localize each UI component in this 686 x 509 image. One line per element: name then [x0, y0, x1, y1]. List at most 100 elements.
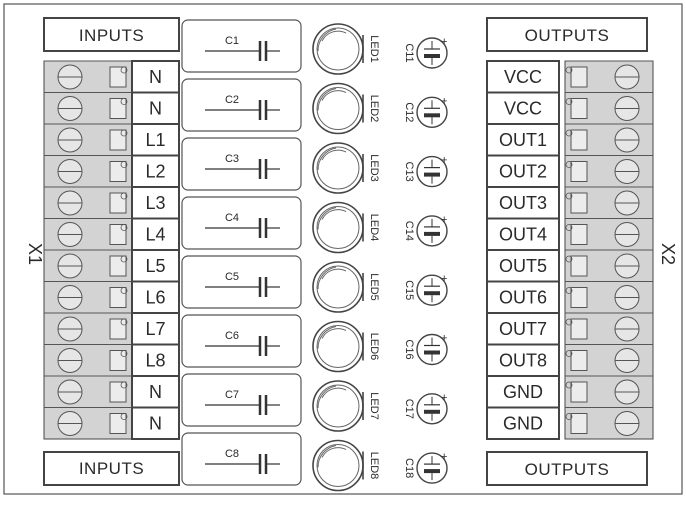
- input-pin-label: L1: [145, 130, 165, 150]
- output-pin-box: OUT7: [486, 312, 560, 346]
- input-pin-label: L2: [145, 162, 165, 182]
- capacitor-label: C2: [225, 94, 239, 106]
- terminal-screw: [44, 92, 132, 121]
- led-label: LED5: [368, 273, 380, 301]
- capacitor-outline: [181, 255, 302, 309]
- capacitor-label: C4: [225, 212, 239, 224]
- outputs-header-top-text: OUTPUTS: [525, 26, 610, 45]
- output-pin-label: VCC: [504, 99, 542, 119]
- electrolytic-outline: [416, 274, 448, 306]
- polarity-mark: +: [441, 36, 447, 48]
- capacitor-outline: [181, 19, 302, 73]
- led-label: LED7: [368, 392, 380, 420]
- terminal-screw: [565, 281, 653, 310]
- output-pin-box: OUT3: [486, 186, 560, 220]
- input-pin-box: L2: [131, 154, 180, 188]
- electrolytic-outline: [416, 155, 448, 188]
- capacitor: C6: [181, 314, 302, 368]
- terminal-screw: [44, 155, 132, 184]
- led: LED5: [312, 261, 380, 313]
- electrolytic-capacitor: C15+: [403, 273, 448, 306]
- inputs-header-top: INPUTS: [43, 17, 180, 52]
- capacitor-outline: [181, 196, 302, 250]
- inputs-header-bottom: INPUTS: [43, 451, 180, 486]
- input-pin-label: L4: [145, 225, 165, 245]
- terminal-screw: [565, 92, 653, 121]
- output-pin-label: OUT5: [499, 256, 547, 276]
- input-pin-box: L5: [131, 249, 180, 283]
- polarity-mark: +: [441, 273, 447, 285]
- output-pin-label: OUT3: [499, 193, 547, 213]
- electrolytic-capacitor: C14 +: [403, 214, 448, 247]
- capacitor: C5: [181, 255, 302, 309]
- input-pin-box: L3: [131, 186, 180, 220]
- led-label: LED3: [368, 154, 380, 182]
- electrolytic-label: C14: [403, 221, 415, 241]
- input-pin-label: N: [149, 67, 162, 87]
- electrolytic-capacitor: C17+: [403, 392, 448, 425]
- terminal-screw: [44, 281, 132, 310]
- led: LED6: [312, 320, 380, 373]
- led-label: LED8: [368, 452, 380, 480]
- input-pin-label: L6: [145, 288, 165, 308]
- output-pin-box: OUT5: [486, 249, 560, 283]
- polarity-mark: +: [441, 214, 447, 226]
- terminal-screw: [565, 123, 653, 153]
- input-pin-label: N: [149, 414, 162, 434]
- capacitor: C4: [181, 196, 302, 250]
- terminal-screw: [565, 186, 653, 216]
- capacitor: C7: [181, 373, 302, 427]
- electrolytic-column: C11+C12+C13+C14+C15+C16+C17+C18+: [403, 36, 448, 484]
- input-pin-label: N: [149, 382, 162, 402]
- electrolytic-capacitor: C12+: [403, 95, 448, 129]
- output-pin-box: OUT4: [486, 217, 560, 251]
- terminal-screw: [44, 186, 132, 216]
- terminal-screw: [44, 218, 132, 247]
- led: LED2: [312, 82, 380, 135]
- output-pin-label: OUT4: [499, 225, 547, 245]
- electrolytic-label: C17: [403, 399, 415, 419]
- output-pin-labels: VCCVCCOUT1OUT2OUT3OUT4OUT5OUT6OUT7OUT8GN…: [486, 60, 560, 440]
- output-pin-label: OUT6: [499, 288, 547, 308]
- terminal-block-x1: [43, 60, 133, 440]
- polarity-mark: +: [441, 451, 447, 463]
- polarity-mark: +: [441, 333, 447, 345]
- electrolytic-capacitor: C18+: [403, 451, 448, 484]
- electrolytic-label: C11: [403, 43, 415, 62]
- terminal-screw: [44, 407, 132, 436]
- led: LED4: [312, 201, 380, 254]
- capacitor-label: C8: [225, 448, 239, 460]
- capacitor-outline: [181, 373, 302, 427]
- capacitor-label: C5: [225, 271, 239, 283]
- output-pin-box: GND: [486, 375, 560, 409]
- connector-x2-label: X2: [658, 243, 678, 265]
- outputs-header-bottom-text: OUTPUTS: [525, 460, 610, 479]
- output-pin-box: OUT6: [486, 280, 560, 314]
- input-pin-box: L6: [131, 280, 180, 314]
- electrolytic-outline: [416, 452, 448, 484]
- electrolytic-capacitor: C11 +: [403, 36, 448, 69]
- capacitor-label: C3: [225, 153, 239, 165]
- led-label: LED2: [368, 95, 380, 123]
- terminal-screw: [565, 155, 653, 184]
- output-pin-label: GND: [503, 382, 543, 402]
- output-pin-label: OUT7: [499, 319, 547, 339]
- input-pin-label: L7: [145, 319, 165, 339]
- input-pin-label: N: [149, 99, 162, 119]
- terminal-screw: [44, 312, 132, 342]
- input-pin-label: L8: [145, 351, 165, 371]
- capacitor-outline: [181, 78, 302, 132]
- output-pin-label: OUT8: [499, 351, 547, 371]
- electrolytic-label: C12: [403, 102, 415, 122]
- terminal-screw: [565, 344, 653, 373]
- input-pin-box: L8: [131, 343, 180, 377]
- output-pin-label: OUT2: [499, 162, 547, 182]
- terminal-screw: [44, 123, 132, 153]
- terminal-screw: [44, 375, 132, 405]
- polarity-mark: +: [441, 155, 447, 167]
- electrolytic-capacitor: C13+: [403, 155, 448, 188]
- led: LED1: [312, 23, 380, 75]
